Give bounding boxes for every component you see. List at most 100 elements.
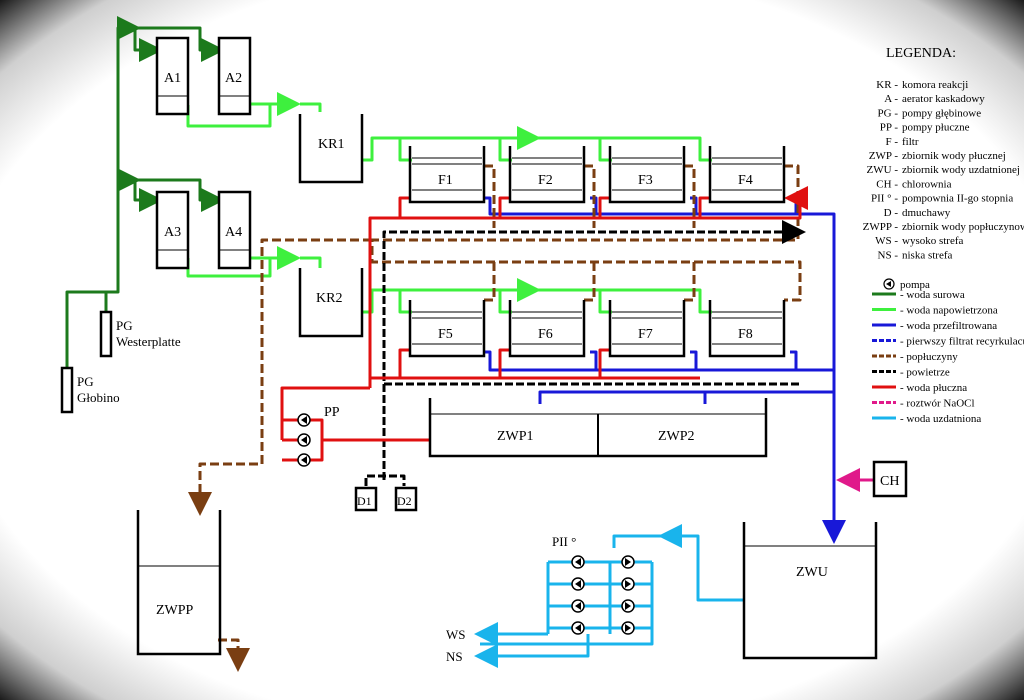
legend-abbr-text: filtr [902, 136, 919, 148]
svg-text:ZWP1: ZWP1 [497, 429, 534, 444]
filter-f5: F5 [408, 300, 486, 358]
legend-abbr-code: F - [885, 136, 898, 148]
svg-text:ZWPP: ZWPP [156, 603, 194, 618]
chlorination-ch: CH [872, 460, 908, 498]
second-stage-pumps: PII ° WS NS [446, 534, 635, 664]
backwash-pumps-pp: PP [297, 405, 340, 467]
sludge-tank-zwpp: ZWPP [136, 510, 222, 656]
svg-text:D2: D2 [397, 494, 412, 508]
reaction-chamber-kr2: KR2 [298, 268, 364, 338]
legend-line-label: - powietrze [900, 367, 950, 379]
svg-text:Głobino: Głobino [77, 390, 120, 405]
filter-f6: F6 [508, 300, 586, 358]
legend-abbr-code: ZWPP - [863, 221, 899, 233]
svg-text:KR2: KR2 [316, 291, 342, 306]
raw-water-lines [65, 16, 225, 368]
svg-text:D1: D1 [357, 494, 372, 508]
legend-abbr-text: niska strefa [902, 249, 953, 261]
reaction-chamber-kr1: KR1 [298, 114, 364, 184]
well-pump-westerplatte: PG Westerplatte [99, 310, 181, 358]
pump-icon [883, 278, 895, 290]
legend-abbr-code: PII ° - [871, 193, 898, 205]
ns-label: NS [446, 649, 463, 664]
legend-abbr-code: CH - [876, 178, 898, 190]
legend-abbr-text: zbiornik wody płucznej [902, 150, 1006, 162]
legend-title: LEGENDA: [886, 46, 956, 61]
legend-abbr-text: wysoko strefa [902, 235, 964, 247]
aerator-a3: A3 [155, 190, 190, 270]
legend-line-label: - woda uzdatniona [900, 413, 981, 425]
legend-line-label: - roztwór NaOCl [900, 398, 975, 410]
svg-text:PG: PG [116, 318, 133, 333]
legend-abbr-code: WS - [875, 235, 898, 247]
svg-text:PP: PP [324, 405, 340, 420]
svg-text:F4: F4 [738, 173, 753, 188]
svg-text:PG: PG [77, 374, 94, 389]
svg-text:A4: A4 [225, 225, 242, 240]
svg-text:F8: F8 [738, 327, 753, 342]
legend-abbr-code: PG - [878, 107, 899, 119]
svg-text:A2: A2 [225, 71, 242, 86]
legend-abbr-text: pompy głębinowe [902, 107, 981, 119]
legend-abbr-code: PP - [880, 122, 899, 134]
legend-abbr-text: dmuchawy [902, 207, 951, 219]
filter-f8: F8 [708, 300, 786, 358]
svg-text:ZWU: ZWU [796, 565, 828, 580]
pump-icon [621, 621, 635, 635]
legend-line-label: - woda przefiltrowana [900, 320, 997, 332]
pump-icon [297, 453, 311, 467]
legend-abbr-text: zbiornik wody uzdatnionej [902, 164, 1020, 176]
legend-pump-label: pompa [900, 279, 930, 291]
svg-text:ZWP2: ZWP2 [658, 429, 695, 444]
svg-text:F2: F2 [538, 173, 553, 188]
pump-icon [571, 555, 585, 569]
svg-text:F5: F5 [438, 327, 453, 342]
pump-icon [621, 599, 635, 613]
blower-d1: D1 [354, 486, 378, 512]
legend-abbr-code: KR - [876, 79, 898, 91]
aerator-a4: A4 [217, 190, 252, 270]
svg-text:A3: A3 [164, 225, 181, 240]
svg-text:A1: A1 [164, 71, 181, 86]
svg-text:F6: F6 [538, 327, 553, 342]
pump-icon [571, 621, 585, 635]
svg-text:F3: F3 [638, 173, 653, 188]
filter-f4: F4 [708, 146, 786, 204]
legend-abbr-code: D - [884, 207, 899, 219]
treated-water-tank-zwu: ZWU [742, 522, 878, 660]
legend-line-types: - woda surowa - woda napowietrzona - woda … [872, 289, 1024, 425]
air-lines [364, 220, 806, 486]
filter-f2: F2 [508, 146, 586, 204]
legend-abbr-text: chlorownia [902, 178, 952, 190]
pump-icon [621, 555, 635, 569]
legend-abbr-code: NS - [878, 249, 899, 261]
svg-text:KR1: KR1 [318, 137, 344, 152]
legend-abbr-code: ZWU - [867, 164, 899, 176]
pump-icon [571, 577, 585, 591]
svg-text:Westerplatte: Westerplatte [116, 334, 181, 349]
legend-abbr-text: pompownia II-go stopnia [902, 193, 1013, 205]
pump-icon [297, 433, 311, 447]
filter-f3: F3 [608, 146, 686, 204]
filter-f1: F1 [408, 146, 486, 204]
legend-line-label: - popłuczyny [900, 351, 958, 363]
sludge-lines [188, 164, 802, 672]
legend-abbr-code: ZWP - [869, 150, 899, 162]
aerator-a1: A1 [155, 36, 190, 116]
legend-abbr-text: zbiornik wody popłuczynowej [902, 221, 1024, 233]
legend-abbr-code: A - [884, 93, 898, 105]
legend-line-label: - woda napowietrzona [900, 305, 998, 317]
treated-water-lines [474, 524, 744, 668]
well-pump-globino: PG Głobino [60, 366, 120, 414]
legend-line-label: - woda płuczna [900, 382, 967, 394]
aerator-a2: A2 [217, 36, 252, 116]
svg-text:CH: CH [880, 474, 899, 489]
legend-abbr-text: aerator kaskadowy [902, 93, 985, 105]
legend-line-label: - woda surowa [900, 289, 965, 301]
svg-text:PII °: PII ° [552, 534, 576, 549]
pump-icon [621, 577, 635, 591]
svg-text:F7: F7 [638, 327, 653, 342]
legend-line-label: - pierwszy filtrat recyrkulacujny [900, 336, 1024, 348]
